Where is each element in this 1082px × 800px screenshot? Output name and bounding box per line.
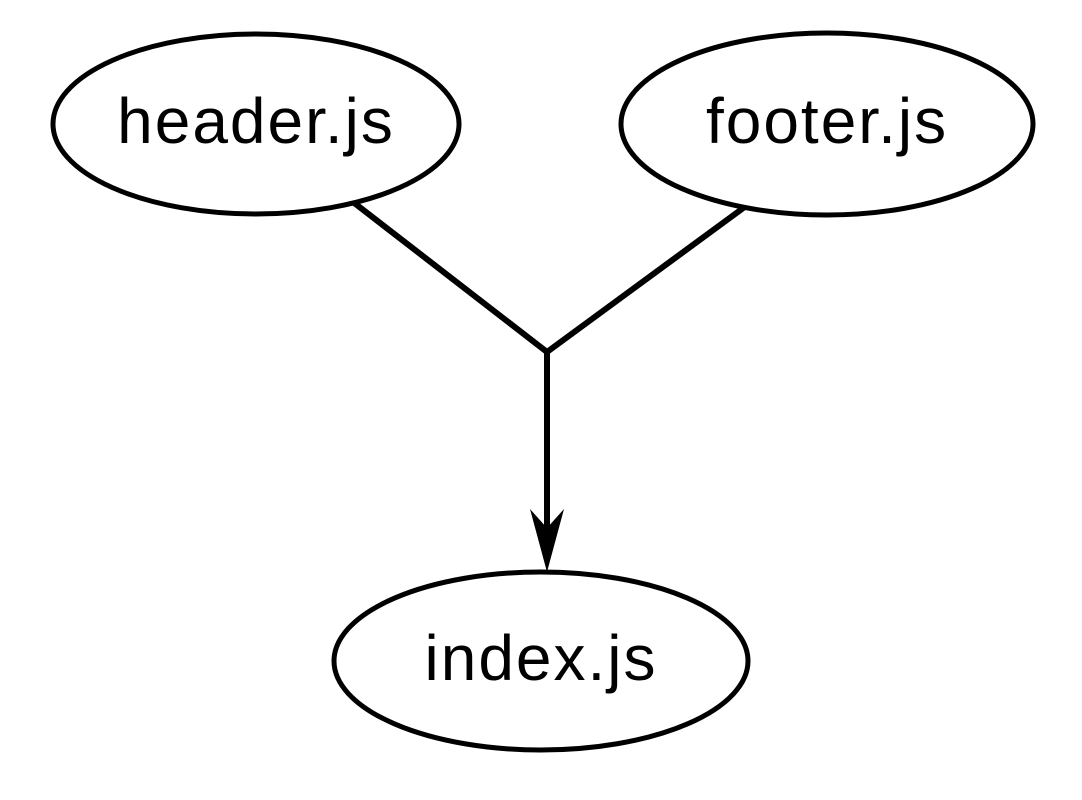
arrowhead-icon [530,509,564,572]
node-footer: footer.js [618,30,1036,218]
edge-footer-to-junction [545,203,748,355]
node-index: index.js [331,569,751,753]
node-header: header.js [50,31,462,217]
node-footer-label: footer.js [706,85,948,157]
node-index-label: index.js [425,622,658,694]
node-index-ellipse [331,569,751,753]
node-footer-ellipse [618,30,1036,218]
node-header-label: header.js [117,85,395,157]
node-header-ellipse [50,31,462,217]
edge-header-to-junction [351,199,549,355]
